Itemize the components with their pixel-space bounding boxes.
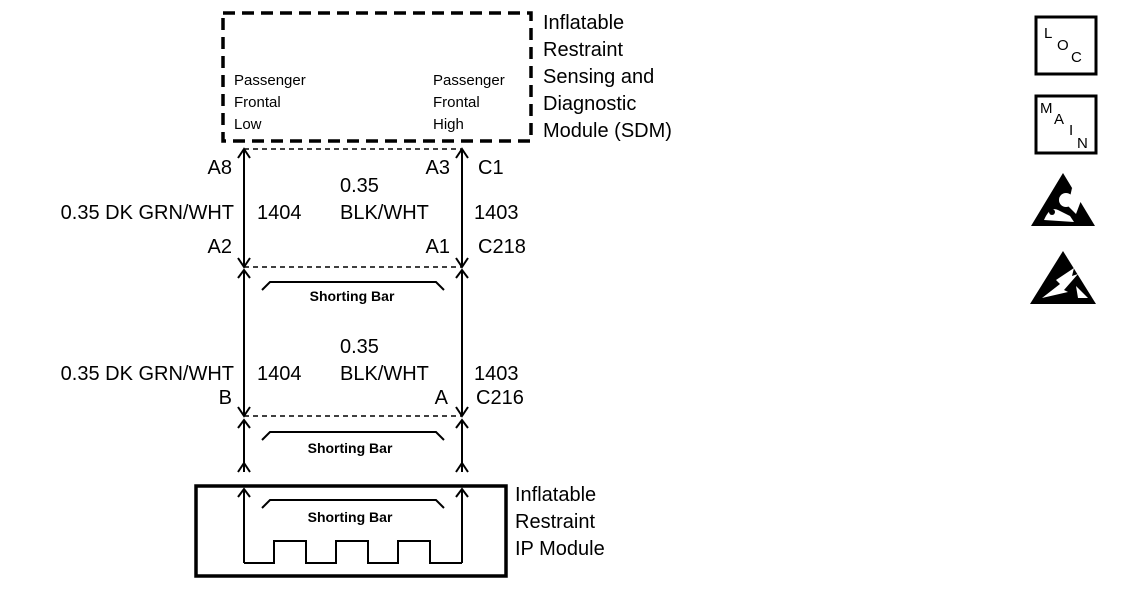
pin-a-label: A bbox=[435, 387, 449, 409]
ip-module-title-line-1: Inflatable bbox=[515, 484, 596, 506]
main-icon-letter-n: N bbox=[1077, 135, 1088, 152]
circuit-1403-label-1: 1403 bbox=[474, 202, 519, 224]
sdm-left-circuit-line-3: Low bbox=[234, 116, 262, 133]
main-icon-letter-m: M bbox=[1040, 100, 1053, 117]
connector-c1-label: C1 bbox=[478, 157, 504, 179]
loc-icon-frame bbox=[1034, 15, 1098, 76]
pin-a2-label: A2 bbox=[208, 236, 232, 258]
circuit-1404-label-2: 1404 bbox=[257, 363, 302, 385]
shorting-bar-1-shape bbox=[261, 281, 445, 291]
wire-1404-color-2: 0.35 DK GRN/WHT bbox=[61, 363, 234, 385]
ip-upper-right-arrow bbox=[455, 461, 469, 473]
ip-module-box bbox=[194, 484, 508, 578]
sdm-title-line-1: Inflatable bbox=[543, 12, 624, 34]
sdm-right-circuit-line-2: Frontal bbox=[433, 94, 480, 111]
pin-b-label: B bbox=[219, 387, 232, 409]
pin-a1-label: A1 bbox=[426, 236, 450, 258]
circuit-1403-label-2: 1403 bbox=[474, 363, 519, 385]
shorting-bar-1-label: Shorting Bar bbox=[310, 288, 395, 304]
sdm-title-line-2: Restraint bbox=[543, 39, 623, 61]
ip-module-title-line-2: Restraint bbox=[515, 511, 595, 533]
main-icon: M A I N bbox=[1040, 100, 1088, 152]
loc-icon-letter-c: C bbox=[1071, 49, 1082, 66]
main-icon-letter-i: I bbox=[1069, 122, 1073, 139]
wire-1403-color-2: BLK/WHT bbox=[340, 363, 429, 385]
airbag-warning-icon bbox=[1031, 173, 1095, 226]
sdm-right-circuit-line-1: Passenger bbox=[433, 72, 505, 89]
wire-1403-color-1: BLK/WHT bbox=[340, 202, 429, 224]
sdm-left-circuit-line-2: Frontal bbox=[234, 94, 281, 111]
main-icon-frame bbox=[1034, 94, 1098, 155]
wire-1404-color-1: 0.35 DK GRN/WHT bbox=[61, 202, 234, 224]
sdm-title-line-4: Diagnostic bbox=[543, 93, 636, 115]
loc-icon-letter-l: L bbox=[1044, 25, 1052, 42]
inflator-element bbox=[244, 540, 462, 564]
ip-upper-left-arrow bbox=[237, 461, 251, 473]
pin-a3-label: A3 bbox=[426, 157, 450, 179]
pin-a8-label: A8 bbox=[208, 157, 232, 179]
wire-1403-gauge-2: 0.35 bbox=[340, 336, 379, 358]
sdm-module-box bbox=[221, 11, 533, 143]
sdm-title-line-5: Module (SDM) bbox=[543, 120, 672, 142]
main-icon-letter-a: A bbox=[1054, 111, 1064, 128]
shorting-bar-3-label: Shorting Bar bbox=[308, 509, 393, 525]
sdm-title-line-3: Sensing and bbox=[543, 66, 654, 88]
loc-icon-letter-o: O bbox=[1057, 37, 1069, 54]
esd-warning-icon bbox=[1030, 251, 1096, 304]
connector-c218-label: C218 bbox=[478, 236, 526, 258]
loc-icon: L O C bbox=[1044, 25, 1082, 66]
ip-module-title-line-3: IP Module bbox=[515, 538, 605, 560]
sdm-left-circuit-line-1: Passenger bbox=[234, 72, 306, 89]
shorting-bar-2-shape bbox=[261, 431, 445, 441]
shorting-bar-3-shape bbox=[261, 499, 445, 509]
circuit-1404-label-1: 1404 bbox=[257, 202, 302, 224]
sdm-right-circuit-line-3: High bbox=[433, 116, 464, 133]
wire-1403-gauge-1: 0.35 bbox=[340, 175, 379, 197]
shorting-bar-2-label: Shorting Bar bbox=[308, 440, 393, 456]
connector-c216-label: C216 bbox=[476, 387, 524, 409]
